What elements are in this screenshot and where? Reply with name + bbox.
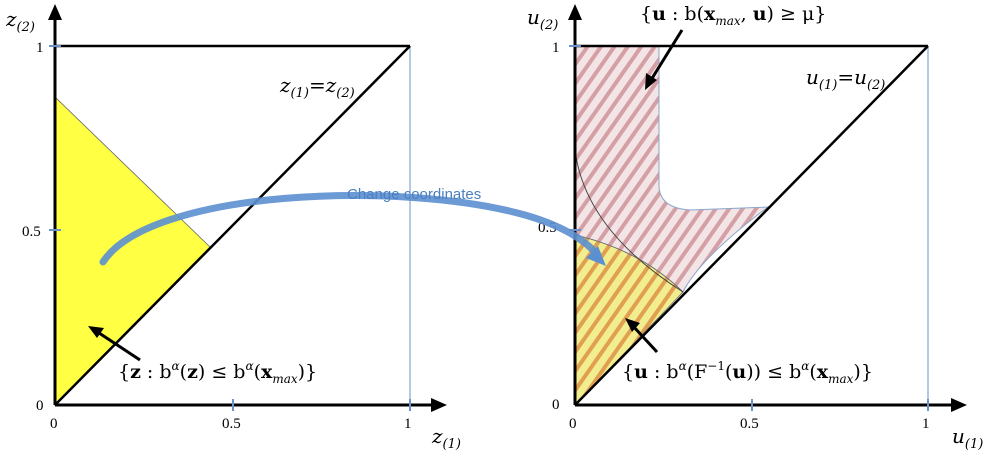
left-x-axis-label: z(1) [431,424,461,452]
right-boundary-curve [574,149,684,293]
left-region-pointer-arrow [95,329,141,362]
left-y-axis-arrowhead [48,4,62,20]
change-coordinates-arrow: Change coordinates [99,186,606,266]
right-y-axis-arrowhead [568,4,582,20]
right-bottom-region-label: {u : bα(F−1(u)) ≤ bα(xmax)} [622,359,873,386]
left-tick-label-y-top: 1 [36,40,44,56]
left-y-axis-label: z(2) [5,7,35,35]
change-coordinates-arrow-path [99,191,602,266]
right-y-axis-label: u(2) [527,5,558,33]
left-diagonal-label: z(1)=z(2) [279,73,355,101]
right-diagonal [574,45,929,406]
right-tick-label-x-right: 1 [922,416,930,432]
left-tick-label-x-mid: 0.5 [222,416,241,432]
right-x-axis-label: u(1) [952,424,983,452]
left-tick-label-x-right: 1 [404,416,412,432]
left-yellow-region [54,96,211,406]
left-tick-label-origin-x: 0 [50,416,58,432]
change-coordinates-arrowhead [586,246,606,266]
right-bottom-pointer-arrow [631,324,659,354]
right-bottom-pointer-arrowhead [625,318,640,332]
left-tick-label-origin-y: 0 [36,398,44,414]
left-region-pointer-arrowhead [88,326,104,338]
change-coordinates-label: Change coordinates [347,186,481,203]
right-top-pointer-arrow [649,29,684,81]
right-top-region-label: {u : b(xmax, u) ≥ μ} [640,3,826,28]
right-x-axis-arrowhead [951,398,967,412]
left-region-label: {z : bα(z) ≤ bα(xmax)} [118,359,317,386]
left-diagonal [54,45,411,406]
right-top-pointer-arrowhead [645,73,657,90]
right-tick-label-origin-y: 0 [552,397,560,413]
left-x-axis-arrowhead [431,398,447,412]
right-tick-label-x-mid: 0.5 [740,416,759,432]
right-panel: 1 0.5 0 0 0.5 1 u(2) u(1) u(1)=u(2) {u :… [527,3,983,452]
left-panel: 1 0.5 0 0 0.5 1 z(2) z(1) z(1)=z(2) {z :… [5,4,461,452]
right-tick-label-origin-x: 0 [569,416,577,432]
right-tick-label-y-top: 1 [552,40,560,56]
right-diagonal-label: u(1)=u(2) [806,65,885,93]
left-tick-label-y-mid: 0.5 [22,224,41,240]
